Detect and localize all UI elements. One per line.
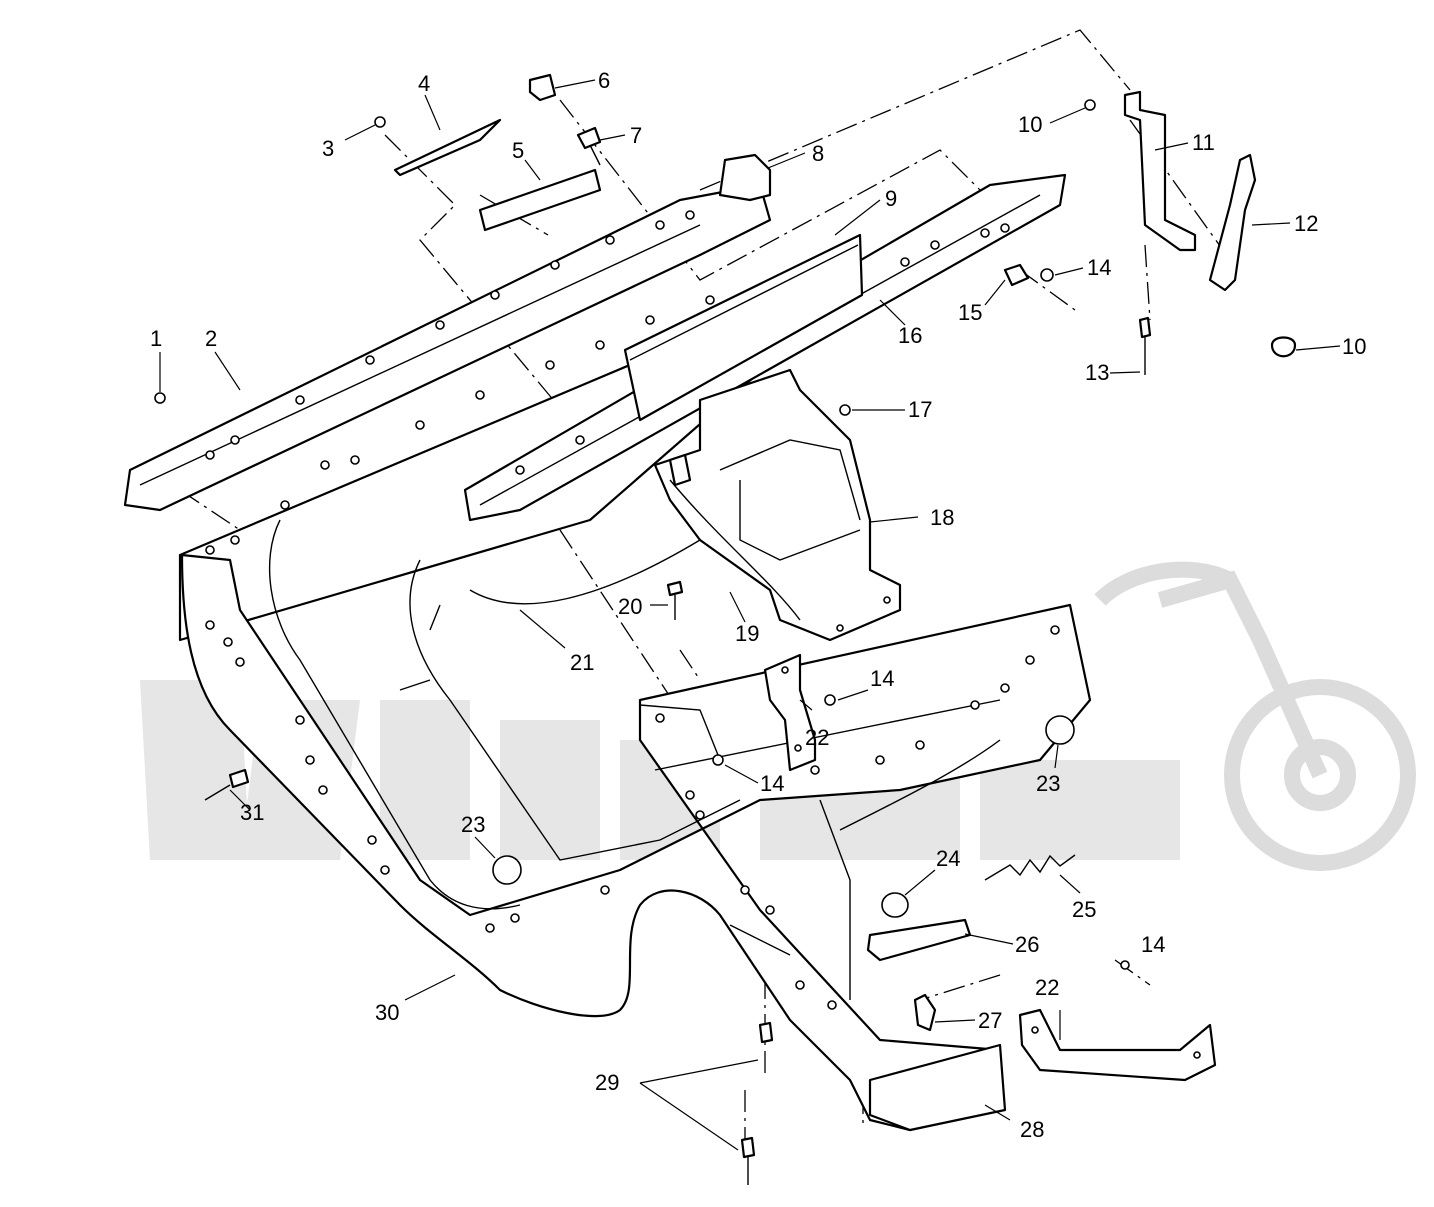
plate-9 <box>623 233 864 422</box>
callout-17: 17 <box>908 397 932 422</box>
callout-22-a: 22 <box>805 725 829 750</box>
callout-29: 29 <box>595 1070 619 1095</box>
callout-23-b: 23 <box>1036 771 1060 796</box>
callout-24: 24 <box>936 846 960 871</box>
callout-7: 7 <box>630 123 642 148</box>
upper-rail-2 <box>123 183 772 512</box>
callout-6: 6 <box>598 68 610 93</box>
callout-14-b: 14 <box>870 666 894 691</box>
callout-26: 26 <box>1015 932 1039 957</box>
callout-25: 25 <box>1072 897 1096 922</box>
callout-27: 27 <box>978 1008 1002 1033</box>
callout-14-d: 14 <box>1141 932 1165 957</box>
hardware <box>154 73 1297 1185</box>
callout-8: 8 <box>812 141 824 166</box>
callout-5: 5 <box>512 138 524 163</box>
callout-19: 19 <box>735 621 759 646</box>
seat-bracket-18 <box>653 368 902 642</box>
callout-21: 21 <box>570 650 594 675</box>
callout-11: 11 <box>1192 130 1215 155</box>
bracket-22 <box>763 653 1217 1082</box>
callout-31: 31 <box>240 800 264 825</box>
callout-10-top: 10 <box>1018 112 1042 137</box>
callout-9: 9 <box>885 186 897 211</box>
callout-22-b: 22 <box>1035 975 1059 1000</box>
callout-3: 3 <box>322 136 334 161</box>
lower-end-28 <box>868 1043 1007 1132</box>
callout-14-c: 14 <box>760 771 784 796</box>
callout-1: 1 <box>150 326 162 351</box>
leader-lines <box>159 79 1341 1151</box>
callout-13: 13 <box>1085 360 1109 385</box>
callout-20: 20 <box>618 594 642 619</box>
callout-23-a: 23 <box>461 812 485 837</box>
callout-16: 16 <box>898 323 922 348</box>
callout-30: 30 <box>375 1000 399 1025</box>
callout-28: 28 <box>1020 1117 1044 1142</box>
callout-labels: 1 2 3 4 5 6 7 8 9 10 10 11 12 13 14 14 1… <box>150 68 1366 1142</box>
callout-15: 15 <box>958 300 982 325</box>
callout-18: 18 <box>930 505 954 530</box>
callout-4: 4 <box>418 71 430 96</box>
callout-14-a: 14 <box>1087 255 1111 280</box>
callout-12: 12 <box>1294 211 1318 236</box>
callout-10-right: 10 <box>1342 334 1366 359</box>
callout-2: 2 <box>205 326 217 351</box>
